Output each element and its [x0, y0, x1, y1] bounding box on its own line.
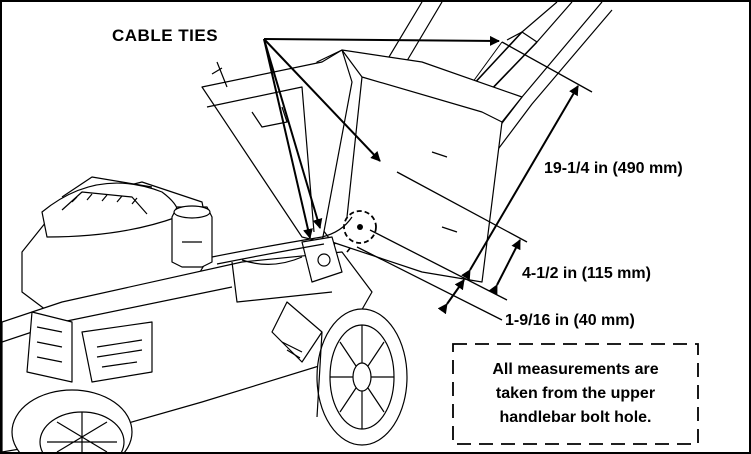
bolt-hole-circle-icon [343, 210, 377, 244]
note-border [452, 343, 699, 445]
dimension-label-long: 19-1/4 in (490 mm) [544, 160, 683, 177]
arrow-icon [263, 38, 381, 162]
cable-ties-label: CABLE TIES [112, 26, 219, 45]
note-line-3: handlebar bolt hole. [499, 409, 652, 426]
dimension-label-short: 1-9/16 in (40 mm) [505, 312, 635, 329]
note-line-1: All measurements are [492, 361, 659, 378]
dimension-arrow-icon [461, 85, 579, 281]
dimension-arrow-icon [488, 239, 521, 296]
dimension-arrows [437, 85, 579, 315]
arrow-icon [263, 38, 313, 239]
dimension-label-mid: 4-1/2 in (115 mm) [522, 265, 651, 282]
note-line-2: taken from the upper [495, 385, 656, 402]
cable-tie-arrows [263, 35, 500, 239]
arrow-icon [263, 35, 500, 46]
dimension-arrow-icon [437, 279, 465, 315]
note-text: All measurements are taken from the uppe… [453, 358, 698, 430]
measurement-note: All measurements are taken from the uppe… [453, 344, 698, 444]
arrow-icon [263, 38, 323, 229]
